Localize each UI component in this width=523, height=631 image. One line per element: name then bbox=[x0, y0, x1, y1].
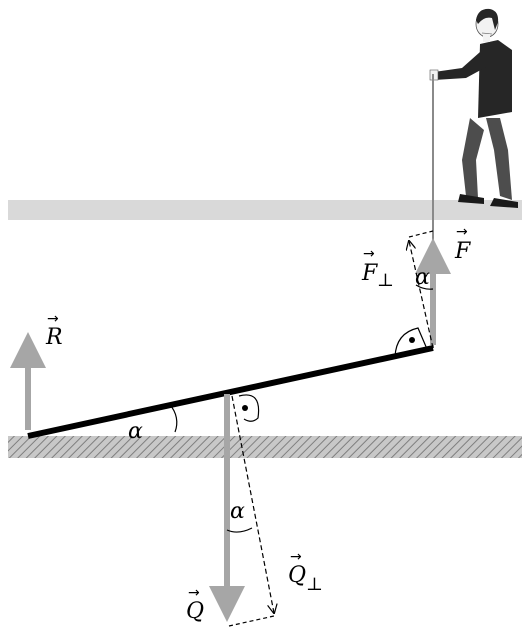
svg-text:R: R bbox=[45, 325, 63, 350]
right-angle-icon bbox=[238, 394, 260, 422]
svg-text:Q: Q bbox=[288, 563, 306, 588]
label-q-perp: Q → ⊥ bbox=[288, 549, 323, 595]
label-f: F → bbox=[454, 224, 471, 264]
ground bbox=[8, 436, 522, 458]
svg-text:→: → bbox=[290, 549, 302, 565]
alpha-f: α bbox=[415, 265, 430, 290]
svg-text:F: F bbox=[361, 261, 378, 286]
right-angle-icon bbox=[394, 327, 428, 358]
label-f-perp: F → ⊥ bbox=[361, 246, 394, 291]
alpha-arc-f bbox=[415, 284, 434, 290]
svg-text:→: → bbox=[456, 224, 468, 240]
svg-text:Q: Q bbox=[186, 599, 204, 624]
label-q: Q → bbox=[186, 585, 204, 624]
alpha-arc-board bbox=[169, 404, 178, 433]
label-r: R → bbox=[45, 311, 63, 350]
svg-text:⊥: ⊥ bbox=[377, 270, 394, 291]
svg-text:→: → bbox=[47, 311, 59, 327]
svg-text:⊥: ⊥ bbox=[306, 574, 323, 595]
board bbox=[27, 345, 434, 439]
alpha-arc-q bbox=[226, 527, 253, 533]
svg-text:F: F bbox=[454, 239, 471, 264]
svg-text:→: → bbox=[188, 585, 200, 601]
q-perp-component bbox=[228, 395, 274, 627]
alpha-board: α bbox=[128, 419, 143, 444]
svg-text:→: → bbox=[363, 246, 375, 262]
person-lifting-icon bbox=[429, 8, 518, 208]
f-perp-component bbox=[409, 230, 434, 349]
alpha-q: α bbox=[230, 499, 245, 524]
upper-floor bbox=[8, 200, 522, 220]
